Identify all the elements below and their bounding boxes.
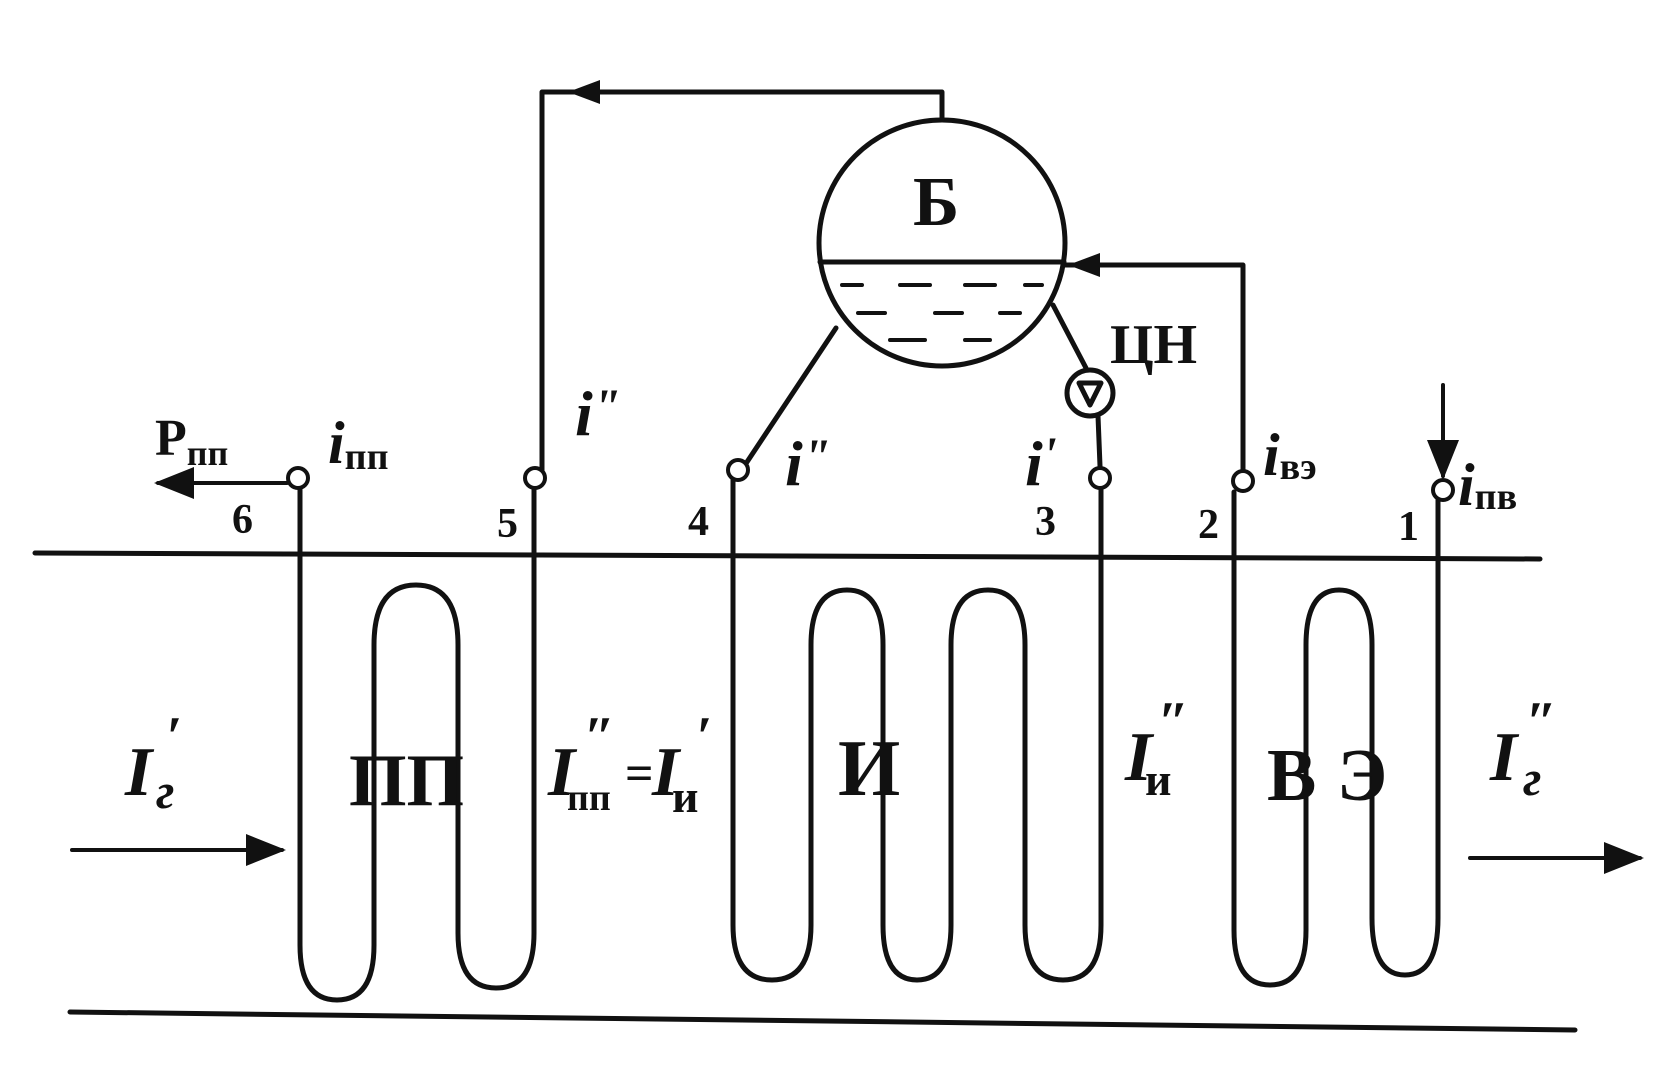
enthalpy-i-pp-main: i [328,410,345,476]
enthalpy-i-dd-4-main: i [785,428,803,499]
gas-ev-in-main: I [651,734,682,811]
drum-water-dashes [840,283,1044,342]
gas-evaporator-outlet-label: I ″ и [1124,691,1189,805]
enthalpy-i-dd-5-main: i [575,378,593,449]
pump-triangle-icon [1076,380,1104,408]
superheater-coil [297,469,537,1003]
enthalpy-i-dd-5-sup: " [593,378,621,434]
enthalpy-i-ve-main: i [1263,422,1280,488]
point-number-2: 2 [1198,502,1219,548]
node-4 [726,458,750,482]
drum [816,117,1068,369]
point-number-5: 5 [497,501,518,547]
node-6 [286,466,310,490]
gas-inlet-label: I ′ г [124,706,182,819]
enthalpy-i-dd-4: i" [785,428,831,499]
evaporator-label: И [838,725,900,813]
gas-superheater-outlet-label: I ″ пп = I ′ и [547,706,712,822]
drum-to-pump-pipe [1050,302,1089,371]
enthalpy-i-pv: iпв [1458,452,1517,518]
economizer-coil [1231,489,1441,988]
economizer-to-drum-pipe [1055,262,1246,479]
node-2 [1231,469,1255,493]
point-number-3: 3 [1035,499,1056,545]
gas-pp-out-sub: пп [567,777,611,819]
node-1 [1431,478,1455,502]
gas-inlet-sub: г [156,763,174,819]
node-5 [523,466,547,490]
gas-inlet-sup: ′ [166,706,182,768]
economizer-label-v: В [1267,735,1316,817]
enthalpy-i-pv-main: i [1458,452,1475,518]
gas-outlet-sub: г [1523,750,1541,806]
enthalpy-i-d-3-main: i [1025,428,1043,499]
drum-to-superheater-arrow [568,80,600,104]
drum-to-superheater-pipe [539,89,945,475]
gas-ev-out-sup: ″ [1158,691,1189,753]
economizer-label-e: Э [1337,735,1387,817]
gas-equals-sign: = [625,745,654,801]
evaporator-coil [730,469,1104,983]
gas-ev-out-main: I [1124,719,1155,796]
outlet-pressure-label: Pпп [155,410,228,473]
enthalpy-i-ve: iвэ [1263,422,1317,488]
duct-bottom-wall [67,1009,1578,1033]
outlet-pressure-sub: пп [187,433,228,473]
point-number-1: 1 [1398,504,1419,550]
circulation-pump [1064,367,1116,419]
enthalpy-i-dd-5: i" [575,378,621,449]
gas-ev-in-sup: ′ [696,706,712,768]
gas-inlet-main: I [124,734,155,811]
node-3 [1088,466,1112,490]
enthalpy-i-d-3: i' [1025,426,1057,499]
enthalpy-i-dd-4-sup: " [803,428,831,484]
gas-pp-out-sup: ″ [584,706,615,768]
enthalpy-i-ve-sub: вэ [1280,446,1317,488]
riser-pipe-4 [742,325,839,468]
pump-label: ЦН [1110,314,1197,376]
enthalpy-i-d-3-sup: ' [1043,426,1057,482]
enthalpy-i-pv-sub: пв [1475,476,1517,518]
gas-outlet-label: I ″ г [1489,691,1557,806]
superheater-label: ПП [349,740,464,822]
pump-to-evaporator-pipe [1095,413,1103,469]
gas-ev-in-sub: и [672,771,699,822]
enthalpy-i-pp: iпп [328,410,388,478]
point-number-6: 6 [232,497,253,543]
gas-outlet-main: I [1489,719,1520,796]
gas-pp-out-main: I [547,734,578,811]
duct-top-wall [32,550,1543,562]
enthalpy-i-pp-sub: пп [345,436,389,478]
gas-ev-out-sub: и [1145,754,1172,805]
gas-outlet-sup: ″ [1526,691,1557,753]
economizer-to-drum-arrow [1068,253,1100,277]
point-number-4: 4 [688,499,709,545]
outlet-pressure-main: P [155,410,187,467]
drum-label: Б [913,164,959,241]
